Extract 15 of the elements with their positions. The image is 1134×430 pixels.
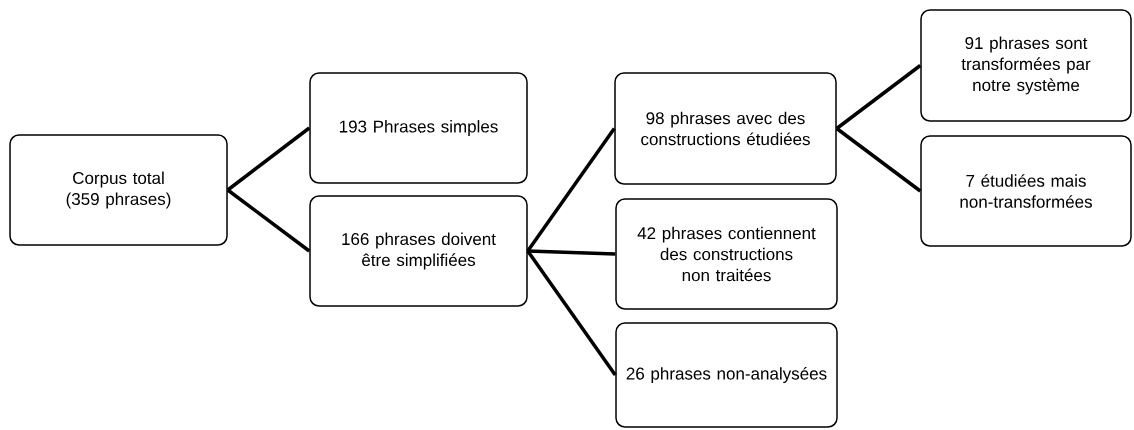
connector-line (835, 127, 922, 193)
process-box: 42 phrases contiennent des constructions non traitées (615, 198, 838, 310)
process-box: 26 phrases non-analysées (615, 322, 838, 428)
connector-line (526, 127, 616, 252)
connector-line (526, 249, 617, 376)
process-box: Corpus total (359 phrases) (9, 134, 228, 246)
process-box: 193 Phrases simples (309, 72, 528, 184)
connector-line (226, 126, 311, 192)
process-box: 166 phrases doivent être simplifiées (309, 195, 528, 307)
connector-line (835, 64, 922, 130)
connector-line (527, 249, 616, 256)
connector-line (226, 188, 311, 253)
process-box: 98 phrases avec des constructions étudiées (614, 72, 837, 185)
process-box: 7 étudiées mais non-transformées (920, 135, 1132, 247)
process-box: 91 phrases sont transformées par notre système (920, 9, 1132, 122)
